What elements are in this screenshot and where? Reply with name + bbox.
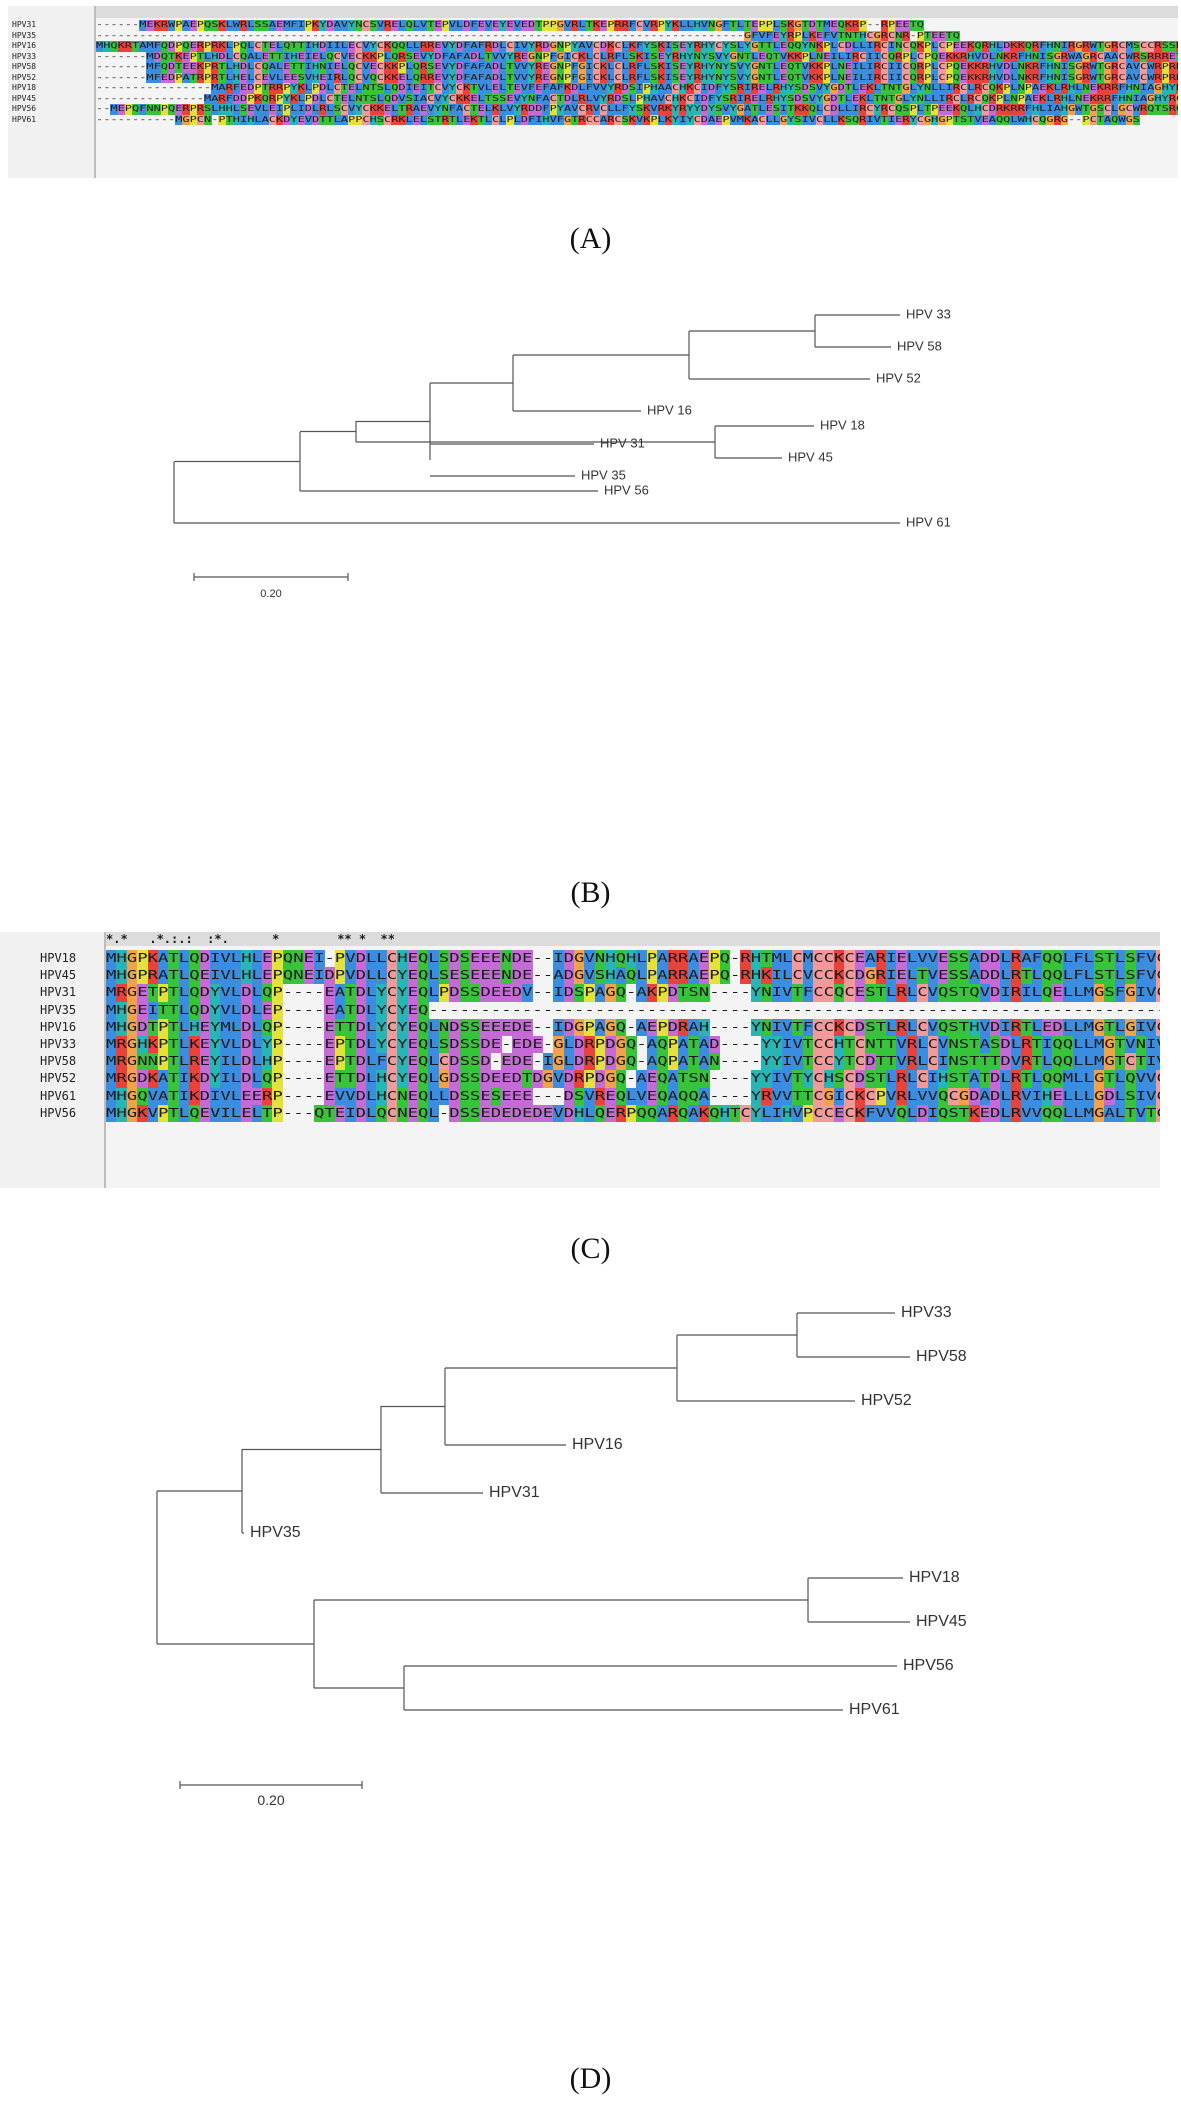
tree-leaf-label: HPV56: [903, 1657, 954, 1674]
sequence-residues: ----------------------------------------…: [96, 30, 960, 40]
tree-leaf-label: HPV 45: [788, 449, 833, 464]
sequence-residues: MHGPKATLQDIVLHLEPQNEI-PVDLLCHEQLSDSEEEND…: [106, 951, 1160, 965]
alignment-row: MRGNNPTLREYILDLHP----EPTDLFCYEQLCDSSD-ED…: [106, 1053, 1160, 1071]
sequence-name: HPV33: [40, 1037, 77, 1051]
alignment-row: MRGHKPTLKEYVLDLYP----EPTDLYCYEQLSDSSDE-E…: [106, 1036, 1160, 1054]
tree-leaf-label: HPV 52: [876, 370, 921, 385]
sequence-name: HPV52: [12, 72, 37, 82]
scale-bar-label: 0.20: [260, 588, 281, 600]
alignment-row: ----------------MARFEDPTRRPYKLPDLCTELNTS…: [96, 83, 1178, 94]
alignment-header-bar: [8, 6, 1178, 18]
sequence-name: HPV18: [40, 951, 77, 965]
tree-leaf-label: HPV 56: [604, 482, 649, 497]
alignment-row: MHGEITTLQDYVLDLEP----EATDLYCYEQ---------…: [106, 1001, 1160, 1019]
caption-b: (B): [570, 876, 611, 909]
alignment-row: ---------------MARFDDPKQRPYKLPDLCTELNTSL…: [96, 93, 1178, 104]
tree-leaf-label: HPV16: [572, 1436, 623, 1453]
tree-leaf-label: HPV52: [861, 1392, 912, 1409]
tree-leaf-label: HPV45: [916, 1613, 967, 1630]
sequence-residues: MRGETPTLQDYVLDLQP----EATDLYCYEQLPDSSDEED…: [106, 985, 1160, 1000]
sequence-name: HPV52: [40, 1071, 77, 1086]
sequence-residues: MHGPRATLQEIVLHLEPQNEIDPVDLLCYEQLSESEEEND…: [106, 968, 1160, 983]
alignment-row: MHQKRTAMFQDPQERPRKLPQLCTELQTTIHDIILECVYC…: [96, 41, 1178, 52]
sequence-name: HPV45: [40, 968, 77, 983]
tree-leaf-label: HPV 35: [581, 467, 626, 482]
sequence-residues: MRGNNPTLREYILDLHP----EPTDLFCYEQLCDSSD-ED…: [106, 1054, 1160, 1069]
alignment-row: ------MEKRWPAEPQSKLWRLSSAEMFIPKYDAVYNCSV…: [96, 20, 1178, 31]
sequence-residues: MHGKVPTLQEVILELTP---QTEIDLQCNEQL-DSSEDED…: [106, 1105, 1160, 1120]
phylogenetic-tree-d: HPV33HPV58HPV52HPV16HPV31HPV35HPV18HPV45…: [156, 1304, 967, 1808]
sequence-name: HPV18: [12, 83, 37, 92]
sequence-residues: MHGQVATIKDIVLEERP----EVVDLHCNEQLLDSSESEE…: [106, 1088, 1160, 1103]
tree-leaf-label: HPV58: [916, 1348, 967, 1365]
sequence-residues: -------MFEDPATRPRTLHELCEVLEESVHEIRLQCVQC…: [96, 72, 1178, 82]
alignment-row: -------MDQTKEPTLHDLCQALETTIHEIELQCVECKKP…: [96, 51, 1178, 62]
tree-leaf-label: HPV 58: [897, 338, 942, 353]
caption-a: (A): [569, 222, 612, 255]
sequence-residues: -------MFQDTEEKPRTLHDLCQALETTIHNIELQCVEC…: [96, 62, 1178, 71]
caption-c: (C): [570, 1232, 611, 1265]
alignment-row: MHGKVPTLQEVILELTP---QTEIDLQCNEQL-DSSEDED…: [106, 1104, 1160, 1122]
scale-bar-label: 0.20: [257, 1792, 284, 1808]
sequence-residues: -----------MGPCN-PTHIHLACKDYEVDTTLAPPCHS…: [96, 114, 1140, 124]
alignment-row: MRGDKATIKDYILDLQP----ETTDLHCYEQLGDSSDEED…: [106, 1070, 1160, 1088]
sequence-residues: MHGEITTLQDYVLDLEP----EATDLYCYEQ---------…: [106, 1002, 1160, 1017]
sequence-name: HPV58: [12, 62, 37, 71]
tree-leaf-label: HPV 18: [820, 417, 865, 432]
sequence-residues: MHGDTPTLHEYMLDLQP----ETTDLYCYEQLNDSSEEED…: [106, 1019, 1160, 1034]
alignment-row: -------MFEDPATRPRTLHELCEVLEESVHEIRLQCVQC…: [96, 72, 1178, 83]
sequence-residues: MHQKRTAMFQDPQERPRKLPQLCTELQTTIHDIILECVYC…: [96, 41, 1178, 50]
sequence-name: HPV58: [40, 1054, 77, 1069]
tree-leaf-label: HPV 61: [906, 514, 951, 529]
sequence-name: HPV56: [40, 1105, 77, 1120]
sequence-residues: MRGDKATIKDYILDLQP----ETTDLHCYEQLGDSSDEED…: [106, 1071, 1160, 1086]
sequence-name: HPV16: [40, 1019, 77, 1034]
alignment-row: MHGQVATIKDIVLEERP----EVVDLHCNEQLLDSSESEE…: [106, 1087, 1160, 1105]
sequence-residues: ----------------MARFEDPTRRPYKLPDLCTELNTS…: [96, 83, 1178, 92]
sequence-name: HPV61: [40, 1088, 77, 1103]
alignment-header-bar: [0, 932, 1160, 946]
tree-leaf-label: HPV 16: [647, 402, 692, 417]
alignment-row: -------MFQDTEEKPRTLHDLCQALETTIHNIELQCVEC…: [96, 62, 1178, 73]
sequence-name: HPV31: [40, 985, 77, 1000]
tree-leaf-label: HPV61: [849, 1701, 900, 1718]
caption-d: (D): [569, 2062, 612, 2095]
sequence-residues: MRGHKPTLKEYVLDLYP----EPTDLYCYEQLSDSSDE-E…: [106, 1037, 1160, 1051]
tree-leaf-label: HPV33: [901, 1304, 952, 1321]
sequence-residues: --MEPQFNNPQERPRSLHHLSEVLEIPLIDLRLSCVYCKK…: [96, 104, 1178, 113]
sequence-residues: ------MEKRWPAEPQSKLWRLSSAEMFIPKYDAVYNCSV…: [96, 20, 924, 29]
sequence-name: HPV16: [12, 41, 37, 50]
sequence-residues: -------MDQTKEPTLHDLCQALETTIHEIELQCVECKKP…: [96, 51, 1178, 61]
sequence-name: HPV33: [12, 51, 37, 61]
alignment-row: MHGPRATLQEIVLHLEPQNEIDPVDLLCYEQLSESEEEND…: [106, 967, 1160, 985]
sequence-name: HPV31: [12, 20, 37, 29]
tree-leaf-label: HPV 33: [906, 306, 951, 321]
tree-leaf-label: HPV35: [250, 1524, 301, 1541]
sequence-name: HPV35: [12, 30, 37, 40]
tree-leaf-label: HPV18: [909, 1569, 960, 1586]
conservation-line: *.* .*.:.: :*. * ** * **: [106, 932, 395, 946]
alignment-row: MHGDTPTLHEYMLDLQP----ETTDLYCYEQLNDSSEEED…: [106, 1018, 1160, 1036]
alignment-row: ----------------------------------------…: [96, 30, 1178, 41]
sequence-name: HPV61: [12, 114, 37, 124]
alignment-row: MHGPKATLQDIVLHLEPQNEI-PVDLLCHEQLSDSEEEND…: [106, 950, 1160, 968]
alignment-row: -----------MGPCN-PTHIHLACKDYEVDTTLAPPCHS…: [96, 114, 1178, 125]
tree-leaf-label: HPV 31: [600, 435, 645, 450]
sequence-name: HPV56: [12, 104, 37, 113]
alignment-row: MRGETPTLQDYVLDLQP----EATDLYCYEQLPDSSDEED…: [106, 984, 1160, 1002]
sequence-name: HPV45: [12, 93, 37, 103]
tree-leaf-label: HPV31: [489, 1484, 540, 1501]
sequence-residues: ---------------MARFDDPKQRPYKLPDLCTELNTSL…: [96, 93, 1178, 103]
sequence-name: HPV35: [40, 1002, 77, 1017]
alignment-row: --MEPQFNNPQERPRSLHHLSEVLEIPLIDLRLSCVYCKK…: [96, 104, 1178, 115]
